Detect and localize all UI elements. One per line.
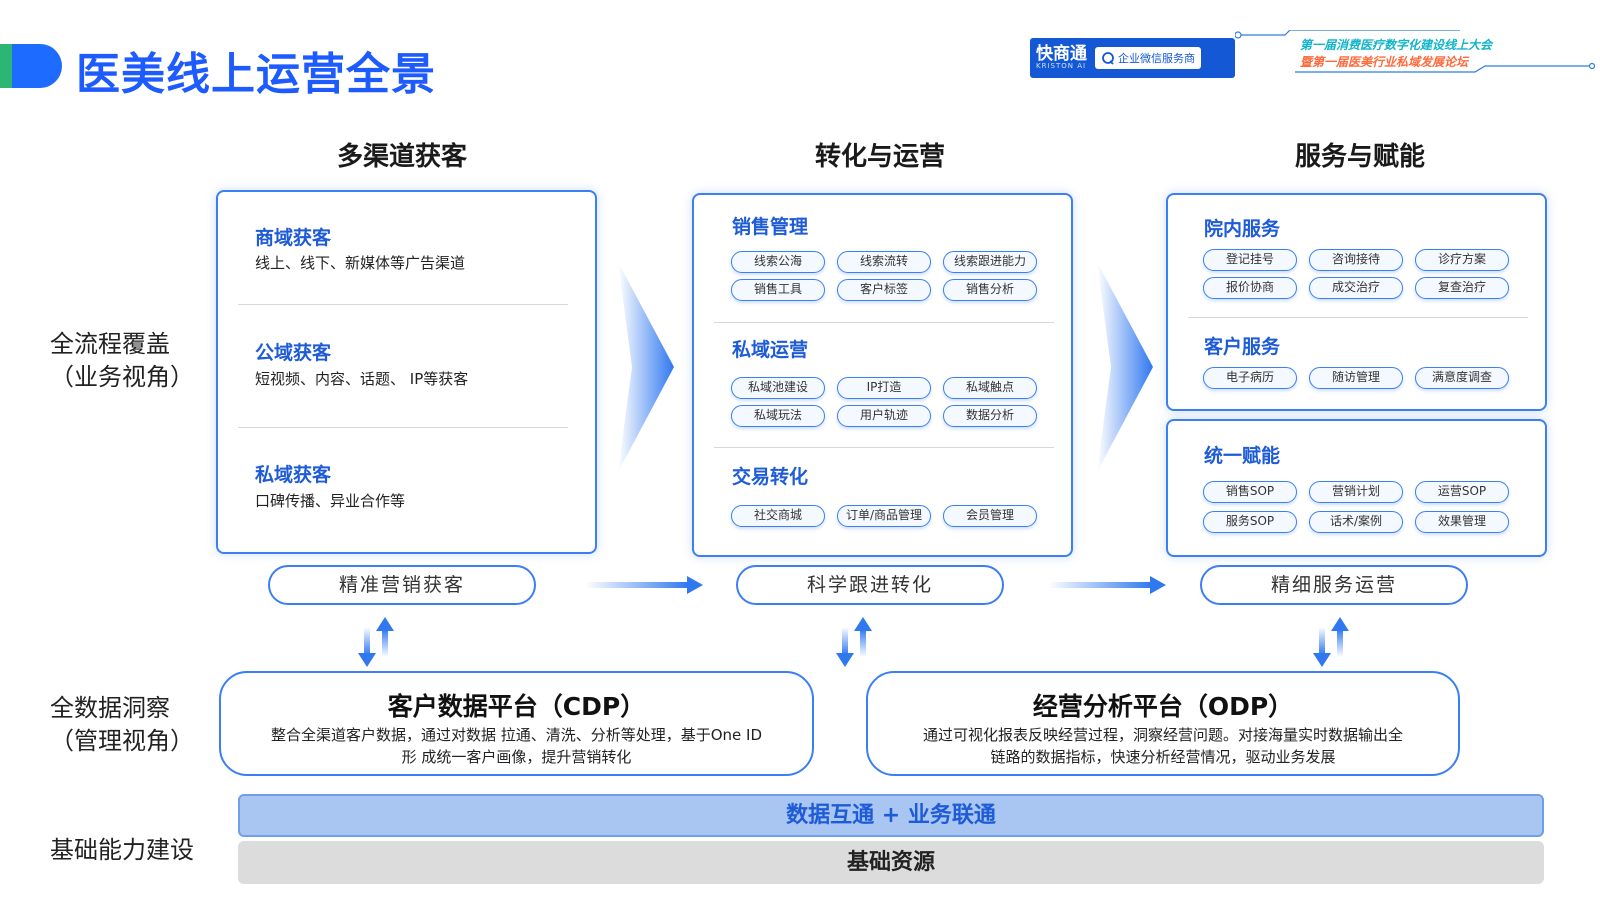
side-label-process: 全流程覆盖 （业务视角） bbox=[50, 328, 194, 394]
feature-chip: 线索公海 bbox=[731, 251, 825, 273]
acq-section-title: 商域获客 bbox=[255, 227, 332, 249]
feature-chip: 私域池建设 bbox=[731, 377, 825, 399]
conference-decoration bbox=[1235, 30, 1595, 73]
odp-desc-line1: 通过可视化报表反映经营过程，洞察经营问题。对接海量实时数据输出全 bbox=[922, 726, 1403, 744]
cdp-desc-line1: 整合全渠道客户数据，通过对数据 拉通、清洗、分析等处理，基于One ID bbox=[270, 726, 763, 744]
feature-chip: 复查治疗 bbox=[1415, 277, 1509, 299]
acq-section-desc: 短视频、内容、话题、 IP等获客 bbox=[255, 370, 469, 388]
feature-chip: 咨询接待 bbox=[1309, 249, 1403, 271]
side-label-data: 全数据洞察 （管理视角） bbox=[50, 692, 194, 758]
side-label-infra: 基础能力建设 bbox=[50, 836, 194, 864]
feature-chip: 登记挂号 bbox=[1203, 249, 1297, 271]
brand-logo: 快商通 KRISTON AI 企业微信服务商 bbox=[1030, 38, 1235, 78]
feature-chip: 销售分析 bbox=[943, 279, 1037, 301]
feature-chip: 报价协商 bbox=[1203, 277, 1297, 299]
section-divider bbox=[714, 322, 1054, 323]
interop-bar: 数据互通 + 业务联通 bbox=[238, 794, 1544, 837]
base-resource-bar: 基础资源 bbox=[238, 841, 1544, 884]
feature-chip: 诊疗方案 bbox=[1415, 249, 1509, 271]
feature-chip: 数据分析 bbox=[943, 405, 1037, 427]
feature-chip: 会员管理 bbox=[943, 505, 1037, 527]
feature-chip: 满意度调查 bbox=[1415, 367, 1509, 389]
conv-section-title: 私域运营 bbox=[732, 339, 809, 361]
feature-chip: 电子病历 bbox=[1203, 367, 1297, 389]
conference-subtitle: 暨第一届医美行业私域发展论坛 bbox=[1300, 55, 1469, 69]
feature-chip: 销售工具 bbox=[731, 279, 825, 301]
column-title-acquisition: 多渠道获客 bbox=[336, 142, 467, 172]
column-title-service: 服务与赋能 bbox=[1294, 142, 1425, 172]
feature-chip: 营销计划 bbox=[1309, 481, 1403, 503]
odp-platform: 经营分析平台（ODP） 通过可视化报表反映经营过程，洞察经营问题。对接海量实时数… bbox=[866, 671, 1460, 776]
acquisition-panel: 商域获客 线上、线下、新媒体等广告渠道 公域获客 短视频、内容、话题、 IP等获… bbox=[216, 190, 597, 554]
service-section-title: 客户服务 bbox=[1204, 336, 1281, 358]
logo-sub-text: KRISTON AI bbox=[1036, 62, 1087, 70]
acq-section-desc: 口碑传播、异业合作等 bbox=[255, 492, 406, 510]
feature-chip: 用户轨迹 bbox=[837, 405, 931, 427]
outcome-service: 精细服务运营 bbox=[1200, 565, 1468, 605]
chat-icon bbox=[1102, 52, 1114, 65]
side-label-process-line1: 全流程覆盖 bbox=[50, 330, 170, 358]
cdp-platform: 客户数据平台（CDP） 整合全渠道客户数据，通过对数据 拉通、清洗、分析等处理，… bbox=[219, 671, 814, 776]
cdp-title: 客户数据平台（CDP） bbox=[387, 692, 646, 721]
outcome-acquisition: 精准营销获客 bbox=[268, 565, 536, 605]
outcome-conversion: 科学跟进转化 bbox=[736, 565, 1004, 605]
feature-chip: 线索流转 bbox=[837, 251, 931, 273]
title-accent-blue bbox=[12, 44, 62, 88]
conv-section-title: 销售管理 bbox=[732, 216, 809, 238]
feature-chip: 私域触点 bbox=[943, 377, 1037, 399]
feature-chip: 社交商城 bbox=[731, 505, 825, 527]
logo-pill-text: 企业微信服务商 bbox=[1118, 52, 1195, 65]
odp-desc-line2: 链路的数据指标，快速分析经营情况，驱动业务发展 bbox=[990, 748, 1336, 766]
feature-chip: 成交治疗 bbox=[1309, 277, 1403, 299]
chevron-right-icon bbox=[1097, 262, 1153, 472]
feature-chip: 服务SOP bbox=[1203, 511, 1297, 533]
feature-chip: 销售SOP bbox=[1203, 481, 1297, 503]
feature-chip: 私域玩法 bbox=[731, 405, 825, 427]
conference-title: 第一届消费医疗数字化建设线上大会 bbox=[1300, 38, 1493, 52]
feature-chip: 线索跟进能力 bbox=[943, 251, 1037, 273]
enablement-panel: 统一赋能 销售SOP 营销计划 运营SOP 服务SOP 话术/案例 效果管理 bbox=[1166, 419, 1547, 557]
acq-section-title: 私域获客 bbox=[255, 464, 332, 486]
section-divider bbox=[1188, 317, 1528, 318]
feature-chip: 客户标签 bbox=[837, 279, 931, 301]
conversion-panel: 销售管理 线索公海 线索流转 线索跟进能力 销售工具 客户标签 销售分析 私域运… bbox=[692, 193, 1073, 557]
feature-chip: 效果管理 bbox=[1415, 511, 1509, 533]
odp-title: 经营分析平台（ODP） bbox=[1032, 692, 1294, 721]
feature-chip: 随访管理 bbox=[1309, 367, 1403, 389]
bidirectional-arrow-icon bbox=[1313, 617, 1349, 667]
conv-section-title: 交易转化 bbox=[732, 466, 809, 488]
enablement-section-title: 统一赋能 bbox=[1204, 445, 1281, 467]
logo-text: 快商通 KRISTON AI bbox=[1036, 44, 1087, 71]
feature-chip: 运营SOP bbox=[1415, 481, 1509, 503]
section-divider bbox=[714, 447, 1054, 448]
page-title: 医美线上运营全景 bbox=[76, 49, 436, 100]
bidirectional-arrow-icon bbox=[836, 617, 872, 667]
column-title-conversion: 转化与运营 bbox=[814, 142, 945, 172]
feature-chip: 订单/商品管理 bbox=[837, 505, 931, 527]
side-label-process-line2: （业务视角） bbox=[50, 363, 194, 391]
cdp-desc-line2: 形 成统一客户画像，提升营销转化 bbox=[401, 748, 632, 766]
service-section-title: 院内服务 bbox=[1204, 218, 1281, 240]
title-accent-green bbox=[0, 44, 14, 88]
side-label-data-line1: 全数据洞察 bbox=[50, 694, 170, 722]
section-divider bbox=[238, 304, 568, 305]
section-divider bbox=[238, 427, 568, 428]
bidirectional-arrow-icon bbox=[358, 617, 394, 667]
service-panel: 院内服务 登记挂号 咨询接待 诊疗方案 报价协商 成交治疗 复查治疗 客户服务 … bbox=[1166, 193, 1547, 411]
feature-chip: 话术/案例 bbox=[1309, 511, 1403, 533]
acq-section-desc: 线上、线下、新媒体等广告渠道 bbox=[255, 254, 466, 272]
chevron-right-icon bbox=[618, 262, 674, 472]
logo-main-text: 快商通 bbox=[1036, 44, 1087, 64]
arrow-right-icon bbox=[585, 576, 703, 594]
arrow-right-icon bbox=[1048, 576, 1166, 594]
side-label-data-line2: （管理视角） bbox=[50, 727, 194, 755]
feature-chip: IP打造 bbox=[837, 377, 931, 399]
logo-pill: 企业微信服务商 bbox=[1095, 47, 1201, 69]
acq-section-title: 公域获客 bbox=[255, 342, 332, 364]
